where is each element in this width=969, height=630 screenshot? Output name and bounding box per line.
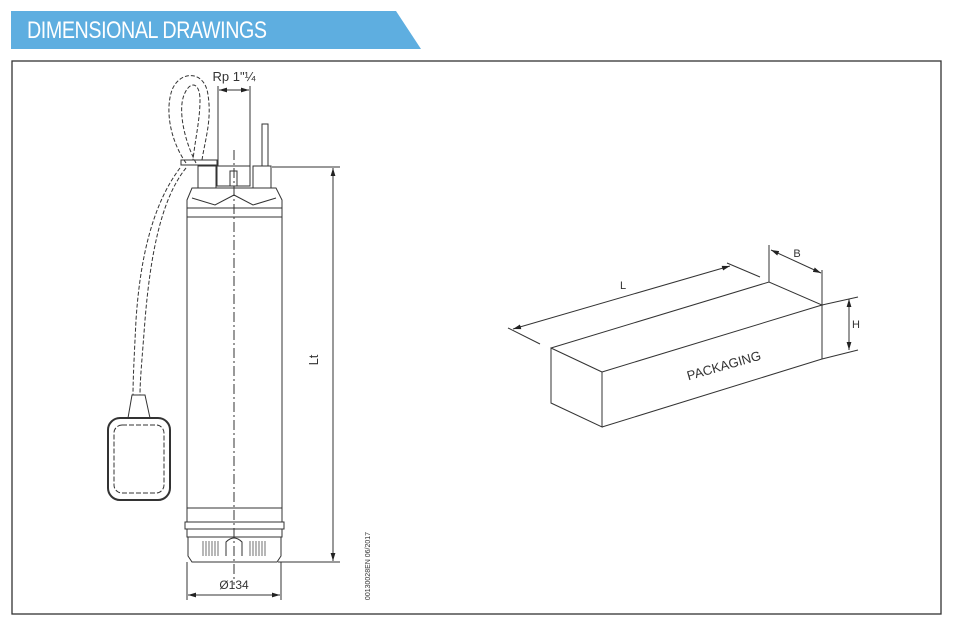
packaging-width-label: B — [793, 248, 800, 260]
packaging-length-label: L — [620, 280, 626, 292]
document-code: 00130028EN 06/2017 — [365, 532, 372, 600]
drawing-frame — [11, 60, 942, 615]
outlet-size-label: Rp 1"¼ — [213, 69, 256, 84]
section-title: DIMENSIONAL DRAWINGS — [27, 17, 267, 44]
pump-drawing — [107, 75, 340, 600]
pump-diameter-label: Ø134 — [219, 578, 249, 592]
pump-length-label: Lt — [306, 354, 321, 365]
packaging-height-label: H — [852, 319, 860, 331]
packaging-box-label: PACKAGING — [685, 348, 763, 383]
packaging-drawing — [507, 245, 859, 428]
section-header: DIMENSIONAL DRAWINGS — [11, 11, 421, 49]
